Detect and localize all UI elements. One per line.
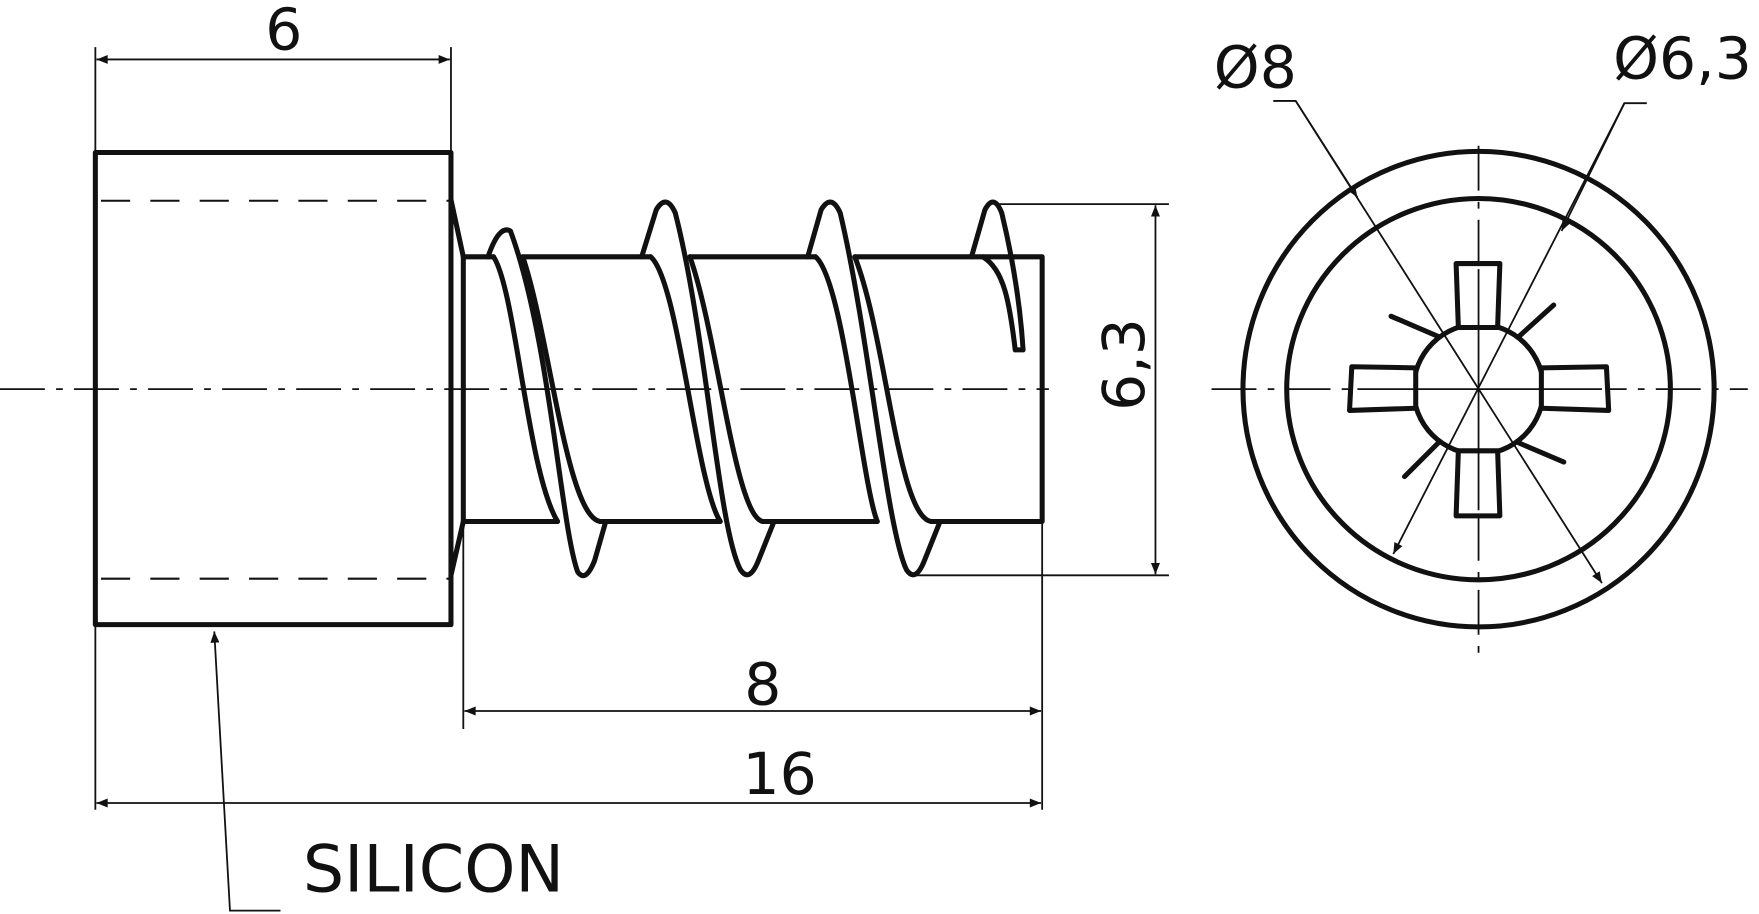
dimension-thread-diameter: 6,3 (915, 203, 1169, 577)
dimension-label-6: 6 (265, 0, 302, 63)
material-label: SILICON (303, 833, 564, 908)
diameter-label-8: Ø8 (1214, 33, 1297, 101)
dimension-thread-length: 8 (462, 521, 1044, 810)
dimension-label-6-3: 6,3 (1090, 318, 1158, 411)
dimension-sleeve-length: 6 (94, 0, 452, 153)
front-view: Ø8 Ø6,3 (1211, 25, 1752, 662)
material-callout: SILICON (210, 631, 564, 912)
dimension-label-8: 8 (744, 650, 781, 718)
dimension-label-16: 16 (743, 740, 817, 808)
screw-thread (448, 197, 1045, 579)
dimension-total-length: 16 (94, 624, 1042, 810)
diameter-label-6-3: Ø6,3 (1613, 25, 1752, 93)
